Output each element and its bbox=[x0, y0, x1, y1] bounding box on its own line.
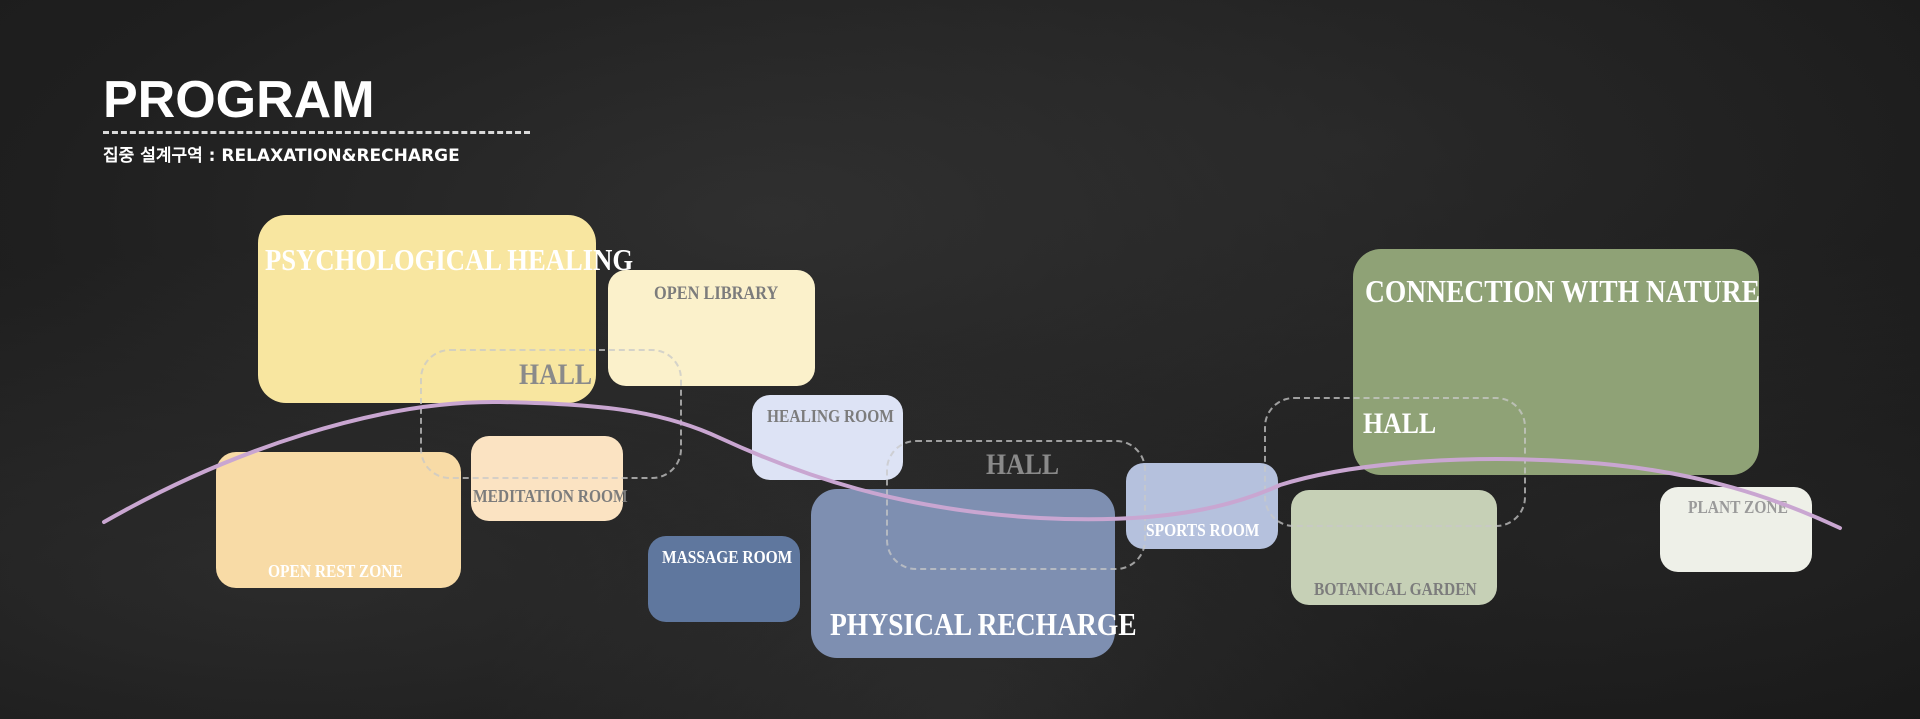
page-subtitle: 집중 설계구역 : RELAXATION&RECHARGE bbox=[103, 146, 460, 166]
zone-massage-room-label: MASSAGE ROOM bbox=[662, 547, 793, 567]
zone-plant-zone bbox=[1660, 487, 1812, 572]
zone-open-library-label: OPEN LIBRARY bbox=[654, 283, 779, 304]
zone-plant-zone-label: PLANT ZONE bbox=[1688, 497, 1788, 517]
hall-outline-3 bbox=[1264, 397, 1526, 527]
zone-physical-recharge-label: PHYSICAL RECHARGE bbox=[830, 606, 1137, 642]
zone-botanical-garden-label: BOTANICAL GARDEN bbox=[1314, 579, 1477, 599]
flow-curve-path bbox=[102, 399, 1842, 530]
page-title: PROGRAM bbox=[103, 71, 375, 129]
hall-2-label: HALL bbox=[986, 448, 1060, 481]
hall-outline-1 bbox=[420, 349, 682, 479]
zone-sports-room-label: SPORTS ROOM bbox=[1146, 520, 1260, 540]
zone-sports-room bbox=[1126, 463, 1278, 549]
zone-psychological-healing-label: PSYCHOLOGICAL HEALING bbox=[265, 242, 634, 277]
zone-open-rest-zone bbox=[216, 452, 461, 588]
zone-healing-room bbox=[752, 395, 903, 480]
zone-botanical-garden bbox=[1291, 490, 1497, 605]
zone-open-library bbox=[608, 270, 815, 386]
zone-meditation-room-label: MEDITATION ROOM bbox=[473, 486, 628, 506]
title-dashed-rule bbox=[103, 131, 530, 134]
zone-connection-with-nature bbox=[1353, 249, 1759, 475]
hall-outline-2 bbox=[886, 440, 1146, 570]
zone-open-rest-zone-label: OPEN REST ZONE bbox=[268, 561, 403, 581]
zone-massage-room bbox=[648, 536, 800, 622]
zone-connection-with-nature-label: CONNECTION WITH NATURE bbox=[1365, 273, 1761, 309]
zone-healing-room-label: HEALING ROOM bbox=[767, 406, 894, 426]
hall-3-label: HALL bbox=[1363, 407, 1437, 440]
hall-1-label: HALL bbox=[519, 358, 593, 391]
